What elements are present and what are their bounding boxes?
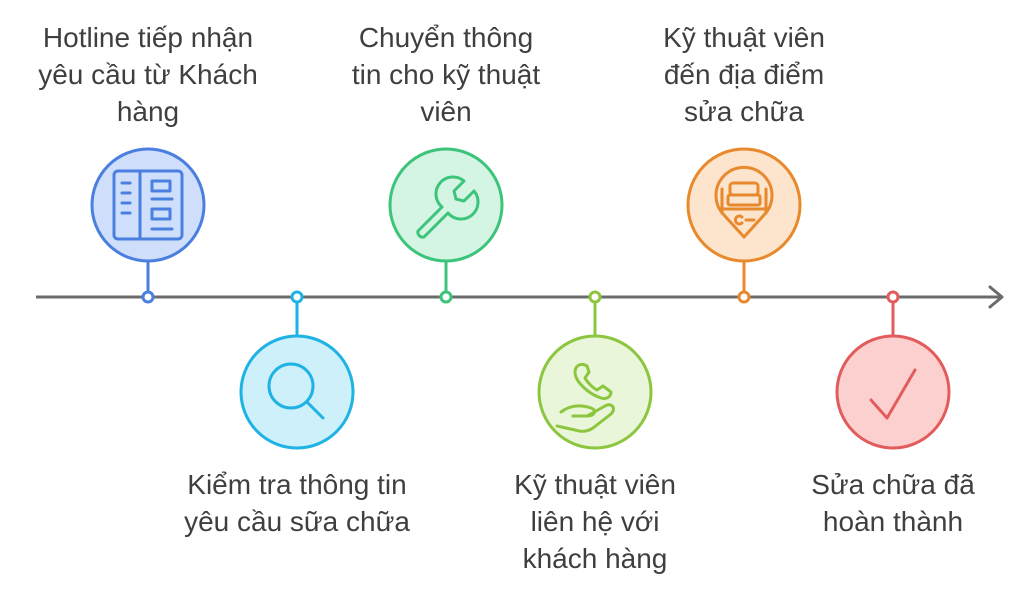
layout-panel-icon (112, 169, 184, 241)
step-label-line: Sửa chữa đã (811, 469, 975, 500)
step-label: Kỹ thuật viên đến địa điểm sửa chữa (614, 19, 874, 130)
step-label-line: Chuyển thông (358, 22, 534, 53)
step-circle (388, 147, 504, 263)
timeline-marker (439, 290, 453, 304)
timeline-marker (290, 290, 304, 304)
wrench-icon (416, 175, 480, 239)
step-label: Hotline tiếp nhận yêu cầu từ Khách hàng (18, 19, 278, 130)
magnifier-icon (267, 362, 325, 420)
checkmark-icon (869, 368, 917, 420)
step-label-line: tin cho kỹ thuật (351, 59, 541, 90)
timeline-marker (141, 290, 155, 304)
step-label-line: viên (420, 96, 472, 127)
step-circle (239, 334, 355, 450)
step-label-line: yêu cầu sữa chữa (184, 506, 410, 537)
timeline-marker (588, 290, 602, 304)
step-label-line: hàng (116, 96, 180, 127)
timeline-marker (886, 290, 900, 304)
timeline-marker (737, 290, 751, 304)
timeline-step (239, 290, 355, 450)
timeline-step (537, 290, 653, 450)
timeline-step (388, 147, 504, 304)
step-circle (835, 334, 951, 450)
step-label-line: liên hệ với (530, 506, 660, 537)
timeline-arrowhead (988, 285, 1004, 309)
step-label: Sửa chữa đã hoàn thành (763, 466, 1023, 540)
timeline-step (686, 147, 802, 304)
step-label-line: đến địa điểm (663, 59, 825, 90)
timeline-step (835, 290, 951, 450)
step-circle (537, 334, 653, 450)
phone-hand-icon (555, 362, 615, 433)
step-label: Kiểm tra thông tin yêu cầu sữa chữa (167, 466, 427, 540)
step-label-line: hoàn thành (822, 506, 964, 537)
step-label-line: yêu cầu từ Khách (38, 59, 258, 90)
step-label-line: Kỹ thuật viên (514, 469, 676, 500)
step-label: Kỹ thuật viên liên hệ với khách hàng (465, 466, 725, 577)
step-circle (90, 147, 206, 263)
step-label-line: Hotline tiếp nhận (42, 22, 254, 53)
step-label-line: Kiểm tra thông tin (187, 469, 407, 500)
step-label-line: khách hàng (522, 543, 668, 574)
step-label-line: sửa chữa (684, 96, 804, 127)
car-repair-location-icon (714, 165, 774, 239)
step-label: Chuyển thông tin cho kỹ thuật viên (316, 19, 576, 130)
timeline-step (90, 147, 206, 304)
step-label-line: Kỹ thuật viên (663, 22, 825, 53)
